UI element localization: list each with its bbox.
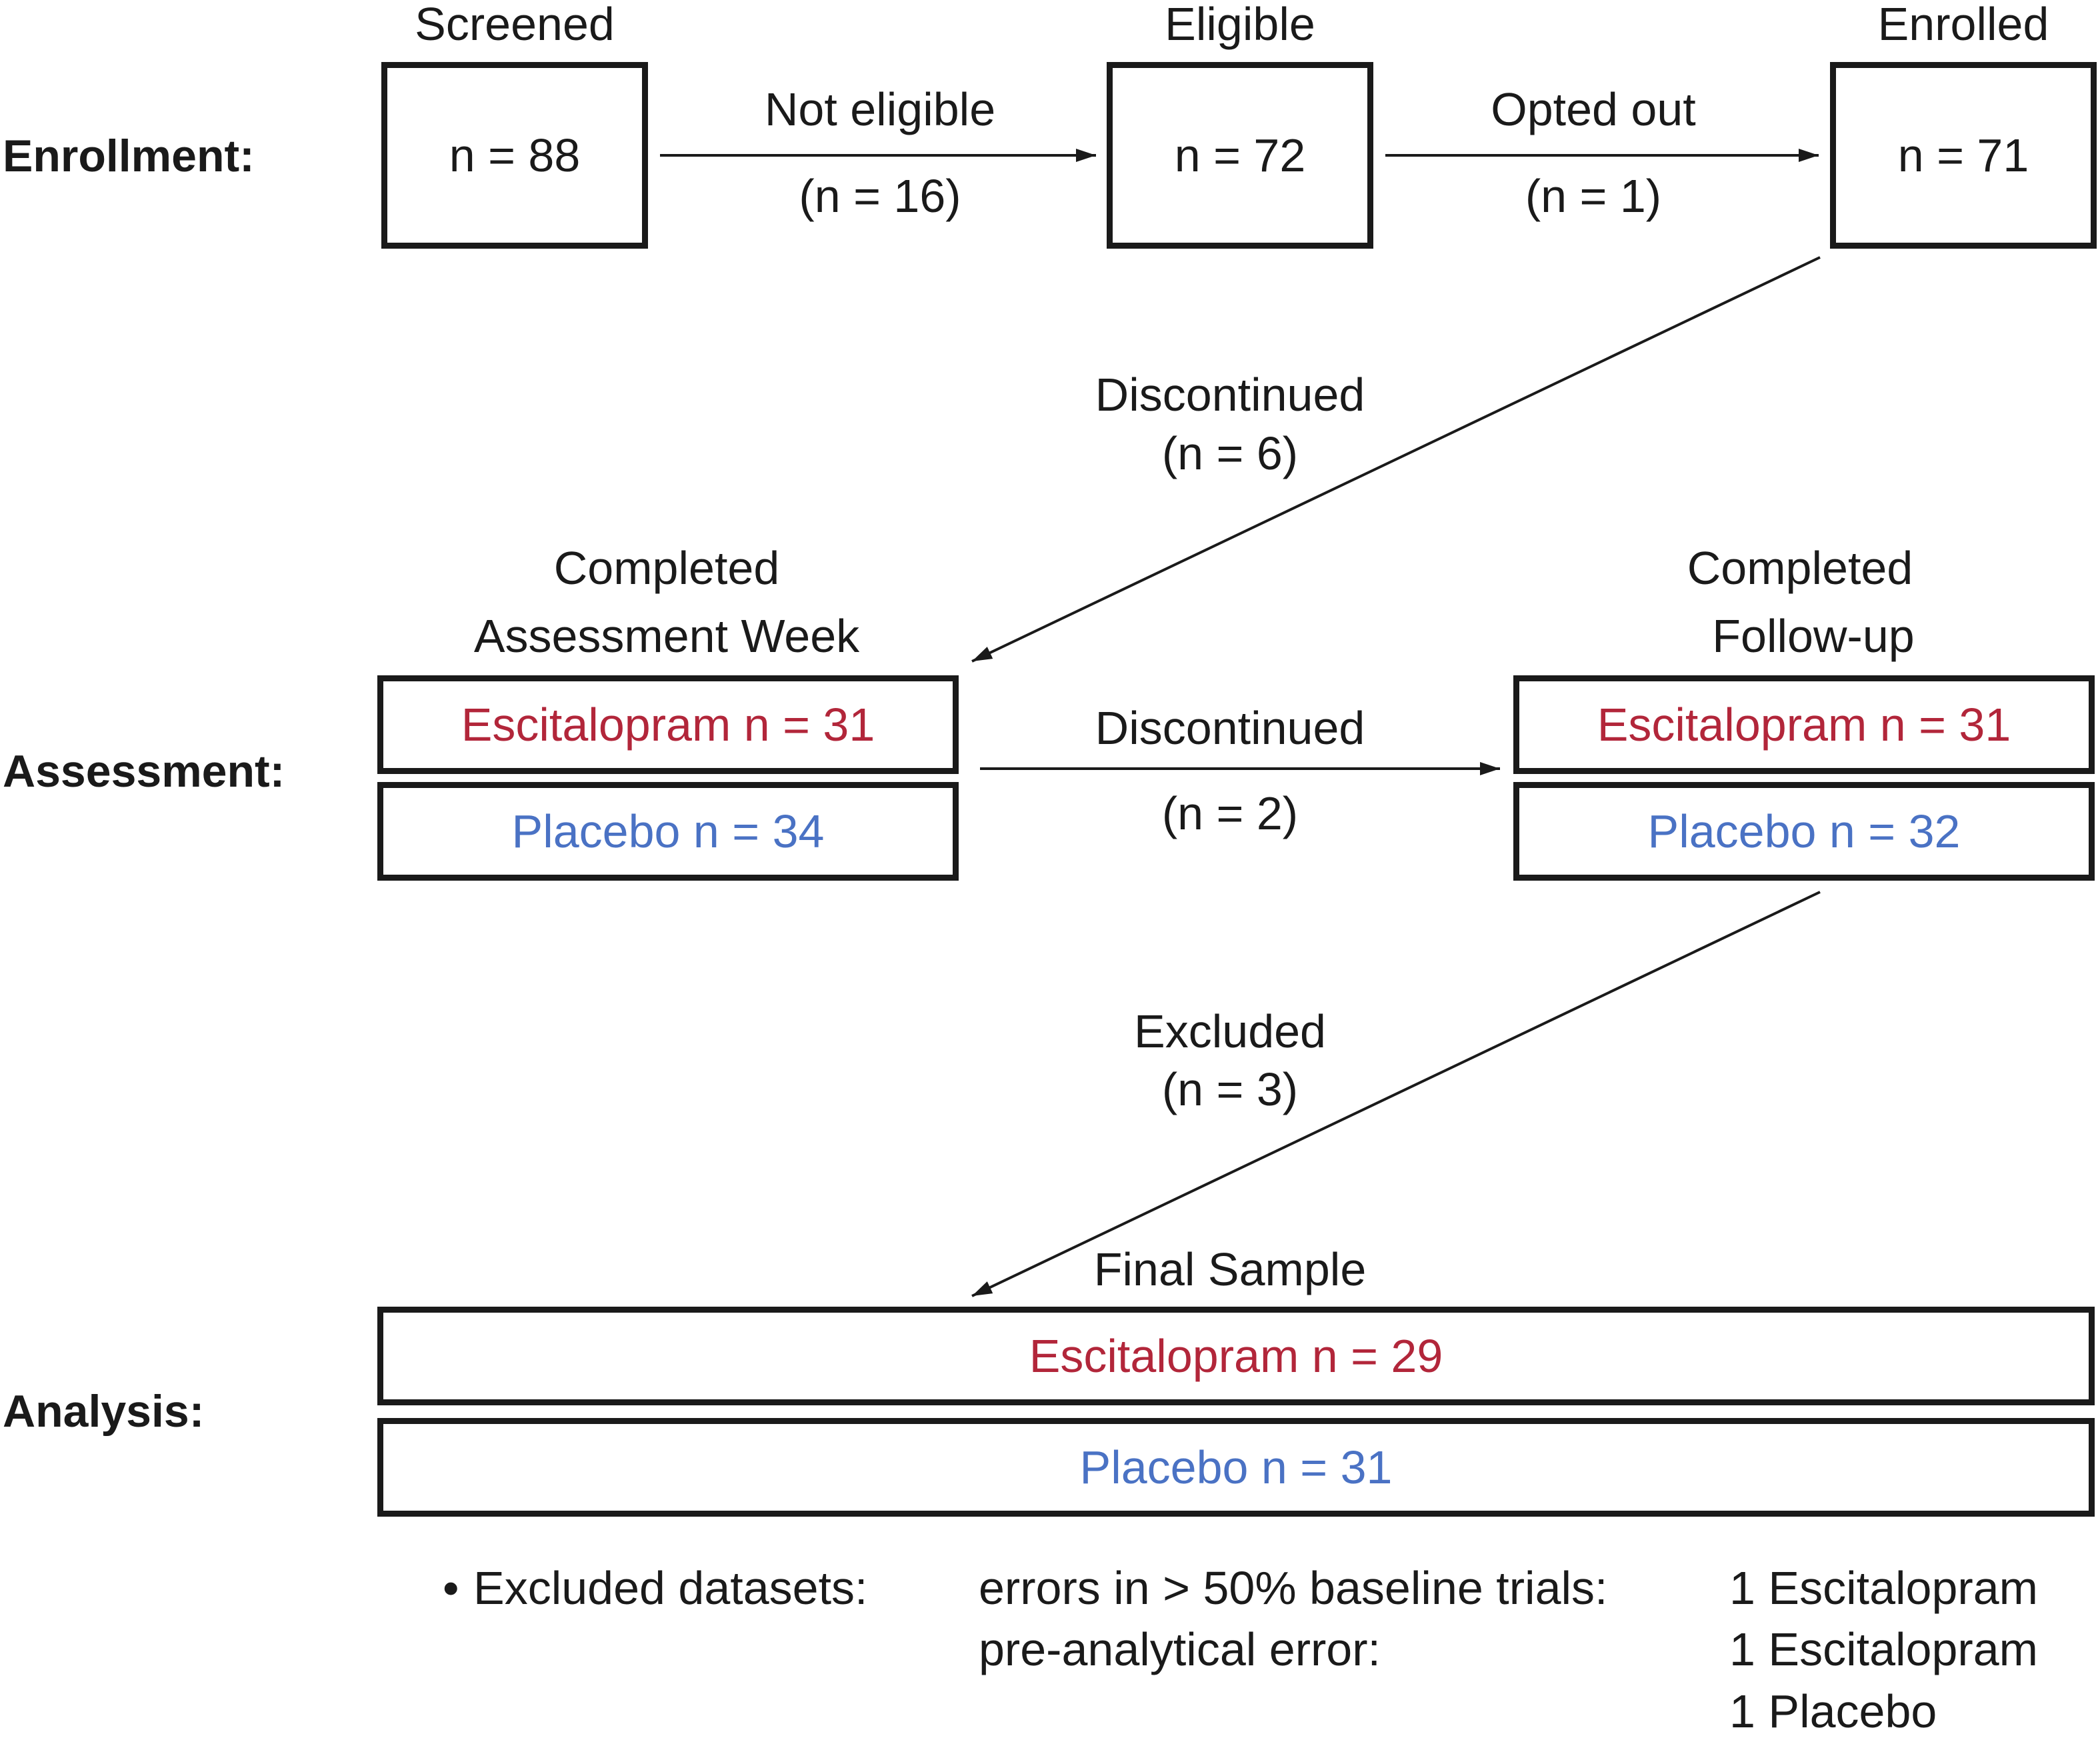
final-escitalopram-text: Escitalopram n = 29	[1029, 1330, 1443, 1382]
screened-header: Screened	[415, 0, 615, 50]
assessment-week-placebo-box: Placebo n = 34	[377, 782, 959, 881]
final-sample-header: Final Sample	[1093, 1243, 1367, 1295]
followup-placebo-box: Placebo n = 32	[1513, 782, 2095, 881]
eligible-box: n = 72	[1107, 62, 1373, 249]
discontinued-enrollment-count: (n = 6)	[1161, 427, 1299, 479]
enrolled-box: n = 71	[1830, 62, 2097, 249]
assessment-week-escitalopram-box: Escitalopram n = 31	[377, 675, 959, 774]
followup-escitalopram-box: Escitalopram n = 31	[1513, 675, 2095, 774]
assessment-week-header-line1: Completed	[553, 542, 780, 594]
assessment-week-placebo-text: Placebo n = 34	[511, 805, 825, 857]
excluded-count: (n = 3)	[1161, 1063, 1299, 1115]
notes-bullet: •	[443, 1562, 459, 1614]
final-placebo-text: Placebo n = 31	[1079, 1441, 1393, 1493]
excluded-label: Excluded	[1134, 1005, 1326, 1057]
note-reason-preanalytical: pre-analytical error:	[979, 1623, 1381, 1676]
followup-header-line2: Follow-up	[1712, 610, 1915, 662]
note-count-3: 1 Placebo	[1729, 1685, 1937, 1737]
discontinued-assessment-label: Discontinued	[1095, 702, 1365, 754]
assessment-week-header-line2: Assessment Week	[473, 610, 860, 662]
assessment-week-escitalopram-text: Escitalopram n = 31	[461, 699, 875, 751]
not-eligible-count: (n = 16)	[799, 170, 961, 222]
arrow-enrolled-to-assessment	[971, 256, 1821, 663]
followup-header-line1: Completed	[1687, 542, 1913, 594]
final-placebo-box: Placebo n = 31	[377, 1418, 2095, 1517]
notes-reasons: errors in > 50% baseline trials: pre-ana…	[979, 1557, 1608, 1681]
arrow-followup-to-final	[971, 891, 1821, 1297]
notes-title: Excluded datasets:	[473, 1562, 868, 1614]
screened-count: n = 88	[449, 129, 581, 181]
eligible-count: n = 72	[1174, 129, 1306, 181]
phase-label-assessment: Assessment:	[3, 746, 285, 797]
screened-box: n = 88	[381, 62, 648, 249]
notes-counts: 1 Escitalopram 1 Escitalopram 1 Placebo	[1729, 1557, 2038, 1742]
not-eligible-text: Not eligible	[764, 83, 996, 135]
followup-placebo-text: Placebo n = 32	[1647, 805, 1961, 857]
phase-label-analysis: Analysis:	[3, 1386, 205, 1437]
followup-escitalopram-text: Escitalopram n = 31	[1597, 699, 2011, 751]
discontinued-enrollment-label: Discontinued	[1095, 369, 1365, 421]
eligible-header: Eligible	[1165, 0, 1315, 50]
opted-out-label: Opted out	[1491, 83, 1696, 135]
final-escitalopram-box: Escitalopram n = 29	[377, 1307, 2095, 1405]
note-reason-baseline: errors in > 50% baseline trials:	[979, 1562, 1608, 1614]
enrolled-count: n = 71	[1897, 129, 2029, 181]
note-count-1: 1 Escitalopram	[1729, 1562, 2038, 1614]
opted-out-count: (n = 1)	[1525, 170, 1662, 222]
not-eligible-label: Not eligible	[707, 81, 1053, 138]
note-count-2: 1 Escitalopram	[1729, 1623, 2038, 1676]
phase-label-enrollment: Enrollment:	[3, 131, 255, 181]
discontinued-assessment-count: (n = 2)	[1161, 787, 1299, 839]
enrolled-header: Enrolled	[1877, 0, 2049, 50]
